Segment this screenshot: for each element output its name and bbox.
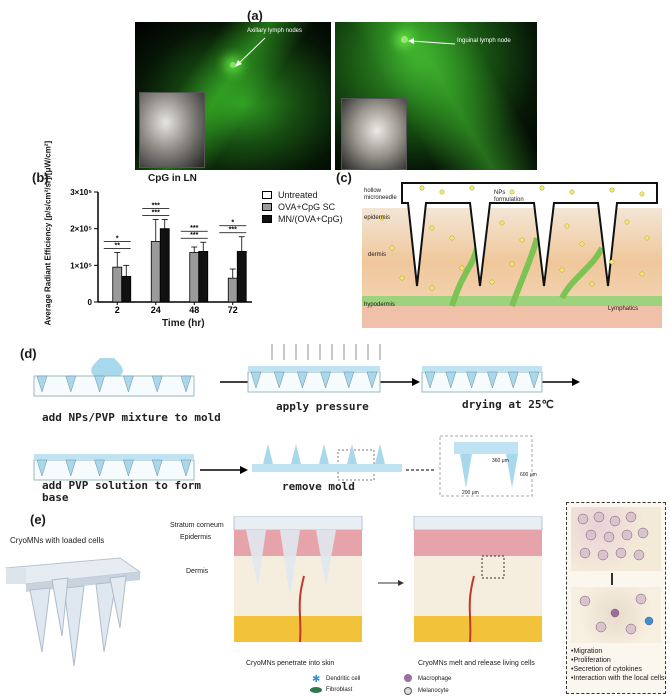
skin-release-diagram <box>413 516 543 643</box>
y-tick-label: 0 <box>88 298 93 307</box>
dendritic-cell-icon: ✱ <box>312 674 321 685</box>
dim-360: 360 μm <box>492 458 509 464</box>
bar-mn-ova-cpg- <box>198 251 209 303</box>
fluorescence-image-left: Axillary lymph nodes <box>135 22 331 170</box>
fluorescence-image-right: Inguinal lymph node <box>335 22 537 170</box>
significance-label: * <box>231 220 234 227</box>
skin-penetration-diagram <box>233 516 363 643</box>
bar-mn-ova-cpg- <box>159 228 170 303</box>
chart-title: CpG in LN <box>148 173 197 184</box>
significance-label: *** <box>190 232 198 239</box>
label-penetrate: CryoMNs penetrate into skin <box>246 660 335 667</box>
step-add-pvp: add PVP solution to form base <box>42 479 201 504</box>
bar-mn-ova-cpg- <box>236 251 247 303</box>
bar-chart: 01×10⁵2×10⁵3×10⁵2***24******48******72**… <box>70 188 252 315</box>
legend-mn-ova-cpg: MN/(OVA+CpG) <box>262 214 343 224</box>
label-epidermis-e: Epidermis <box>180 534 212 541</box>
legend-melanocyte: Melanocyte <box>418 688 449 694</box>
bar-ova-cpg-sc <box>189 252 200 303</box>
cell-legend: ✱ Dendritic cell Macrophage Fibroblast M… <box>300 674 560 698</box>
fabrication-diagram <box>33 344 580 497</box>
label-melt-release: CryoMNs melt and release living cells <box>418 660 535 667</box>
bar-mn-ova-cpg- <box>121 275 132 303</box>
significance-label: *** <box>152 210 160 217</box>
dim-600: 600 μm <box>520 472 537 478</box>
axillary-annotation: Axillary lymph nodes <box>247 28 303 34</box>
y-tick-label: 3×10⁵ <box>70 188 92 197</box>
chart-xlabel: Time (hr) <box>162 318 205 329</box>
bar-ova-cpg-sc <box>227 277 238 303</box>
label-dermis: dermis <box>368 252 387 258</box>
panel-b: (b) CpG in LN Average Radiant Efficiency… <box>30 140 360 330</box>
annotation-arrow-left <box>235 37 266 67</box>
significance-label: ** <box>115 243 121 250</box>
legend-fibroblast: Fibroblast <box>326 687 353 693</box>
fibroblast-icon <box>310 687 322 693</box>
bar-ova-cpg-sc <box>150 241 161 303</box>
x-tick-label: 2 <box>115 305 120 315</box>
melanocyte-icon <box>404 687 412 695</box>
label-lymphatics: Lymphatics <box>608 306 639 312</box>
panel-a-label: (a) <box>247 8 263 23</box>
skin-diagram <box>362 182 662 328</box>
x-tick-label: 48 <box>189 305 199 315</box>
legend-ova-cpg-sc: OVA+CpG SC <box>262 202 343 212</box>
step-drying: drying at 25℃ <box>462 398 554 411</box>
significance-label: *** <box>152 203 160 210</box>
panel-d: (d) add NPs/PVP mixture to mold apply pr… <box>20 336 660 504</box>
cryomn-array <box>4 557 142 667</box>
panel-e: (e) CryoMNs with loaded cells Stratum co… <box>0 500 670 698</box>
x-tick-label: 24 <box>151 305 161 315</box>
significance-label: * <box>116 236 119 243</box>
bullet-cytokines: Secretion of cytokines <box>571 665 665 674</box>
dim-200: 200 μm <box>462 490 479 496</box>
panel-d-label: (d) <box>20 346 37 361</box>
y-tick-label: 1×10⁵ <box>70 261 92 270</box>
panel-e-label: (e) <box>30 512 46 527</box>
label-nps-formulation: NPs formulation <box>494 190 524 203</box>
bullet-proliferation: Proliferation <box>571 656 665 665</box>
step-remove-mold: remove mold <box>282 480 355 493</box>
bullet-interaction: Interaction with the local cells <box>571 674 665 683</box>
macrophage-icon <box>404 674 412 682</box>
release-effects-list: Migration Proliferation Secretion of cyt… <box>571 647 665 683</box>
significance-label: *** <box>229 227 237 234</box>
step-apply-pressure: apply pressure <box>276 400 369 413</box>
legend-macrophage: Macrophage <box>418 676 452 682</box>
y-tick-label: 2×10⁵ <box>70 225 92 234</box>
label-stratum-corneum: Stratum corneum <box>170 522 224 529</box>
chart-legend: Untreated OVA+CpG SC MN/(OVA+CpG) <box>262 190 343 226</box>
legend-dendritic: Dendritic cell <box>326 676 361 682</box>
significance-label: *** <box>190 225 198 232</box>
label-cryomns-loaded: CryoMNs with loaded cells <box>10 536 105 545</box>
panel-c: (c) hollow microneedle NPs formulation e… <box>336 170 662 330</box>
photo-inset-right <box>341 98 407 170</box>
bullet-migration: Migration <box>571 647 665 656</box>
bar-ova-cpg-sc <box>112 266 123 303</box>
label-epidermis: epidermis <box>364 215 391 221</box>
inguinal-annotation: Inguinal lymph node <box>457 38 511 44</box>
panel-b-label: (b) <box>32 170 49 185</box>
x-tick-label: 72 <box>228 305 238 315</box>
legend-untreated: Untreated <box>262 190 343 200</box>
photo-inset-left <box>139 92 205 168</box>
label-dermis-e: Dermis <box>186 568 209 575</box>
zoom-inset-cells: Migration Proliferation Secretion of cyt… <box>566 502 666 694</box>
label-hollow-microneedle: hollow microneedle <box>364 188 397 201</box>
step-add-nps: add NPs/PVP mixture to mold <box>42 411 221 424</box>
transition-arrow <box>378 580 404 586</box>
panel-a: (a) Axillary lymph nodes Inguinal lymph … <box>135 0 537 170</box>
panel-c-label: (c) <box>336 170 352 185</box>
label-hypodermis: hypodermis <box>364 302 396 308</box>
annotation-arrow-right <box>408 38 456 45</box>
